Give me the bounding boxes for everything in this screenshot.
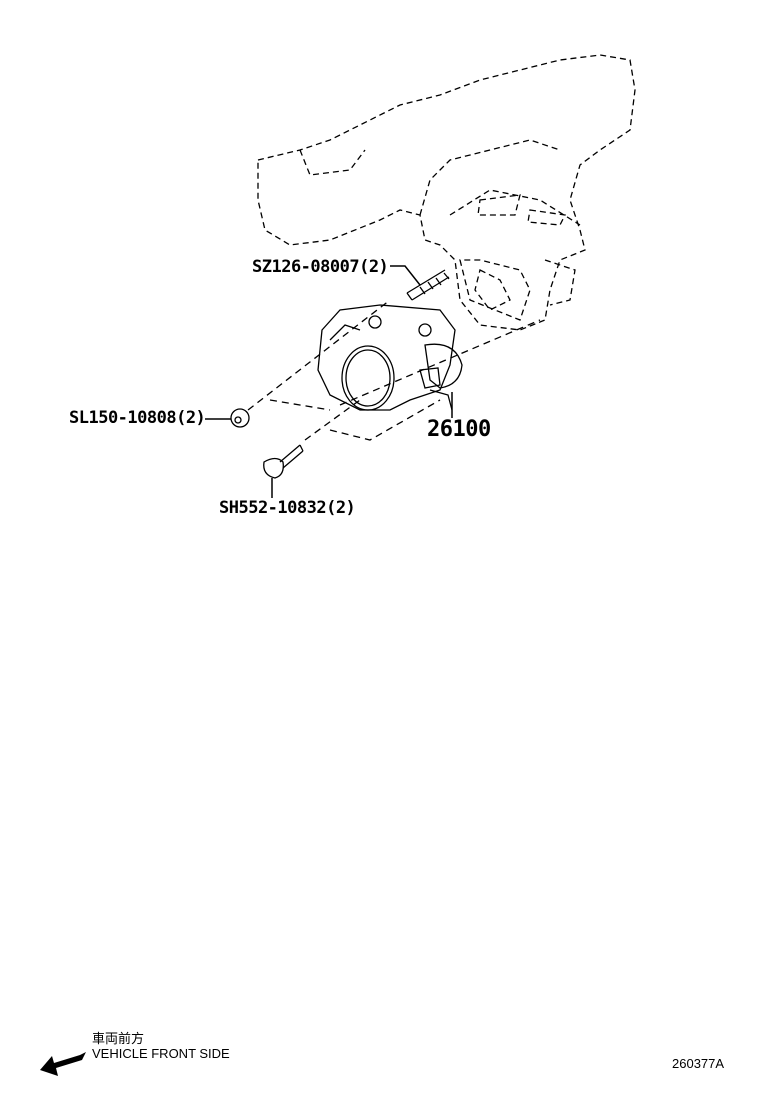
callout-stud[interactable]: SZ126-08007(2) xyxy=(252,257,389,277)
callout-bolt[interactable]: SH552-10832(2) xyxy=(219,498,356,518)
intake-manifold xyxy=(257,54,636,331)
alignment-lines xyxy=(247,299,541,441)
stud-drawing xyxy=(406,269,450,301)
callout-nut[interactable]: SL150-10808(2) xyxy=(69,408,206,428)
leader-lines xyxy=(205,265,453,498)
direction-label-jp: 車両前方 xyxy=(92,1031,145,1046)
bolt-drawing xyxy=(263,444,304,479)
callout-throttle-body[interactable]: 26100 xyxy=(427,417,491,442)
arrow-down-left-icon xyxy=(40,1052,86,1076)
throttle-body-drawing xyxy=(317,304,463,411)
nut-drawing xyxy=(230,408,250,428)
direction-label-en: VEHICLE FRONT SIDE xyxy=(92,1046,230,1061)
diagram-code: 260377A xyxy=(672,1056,725,1071)
